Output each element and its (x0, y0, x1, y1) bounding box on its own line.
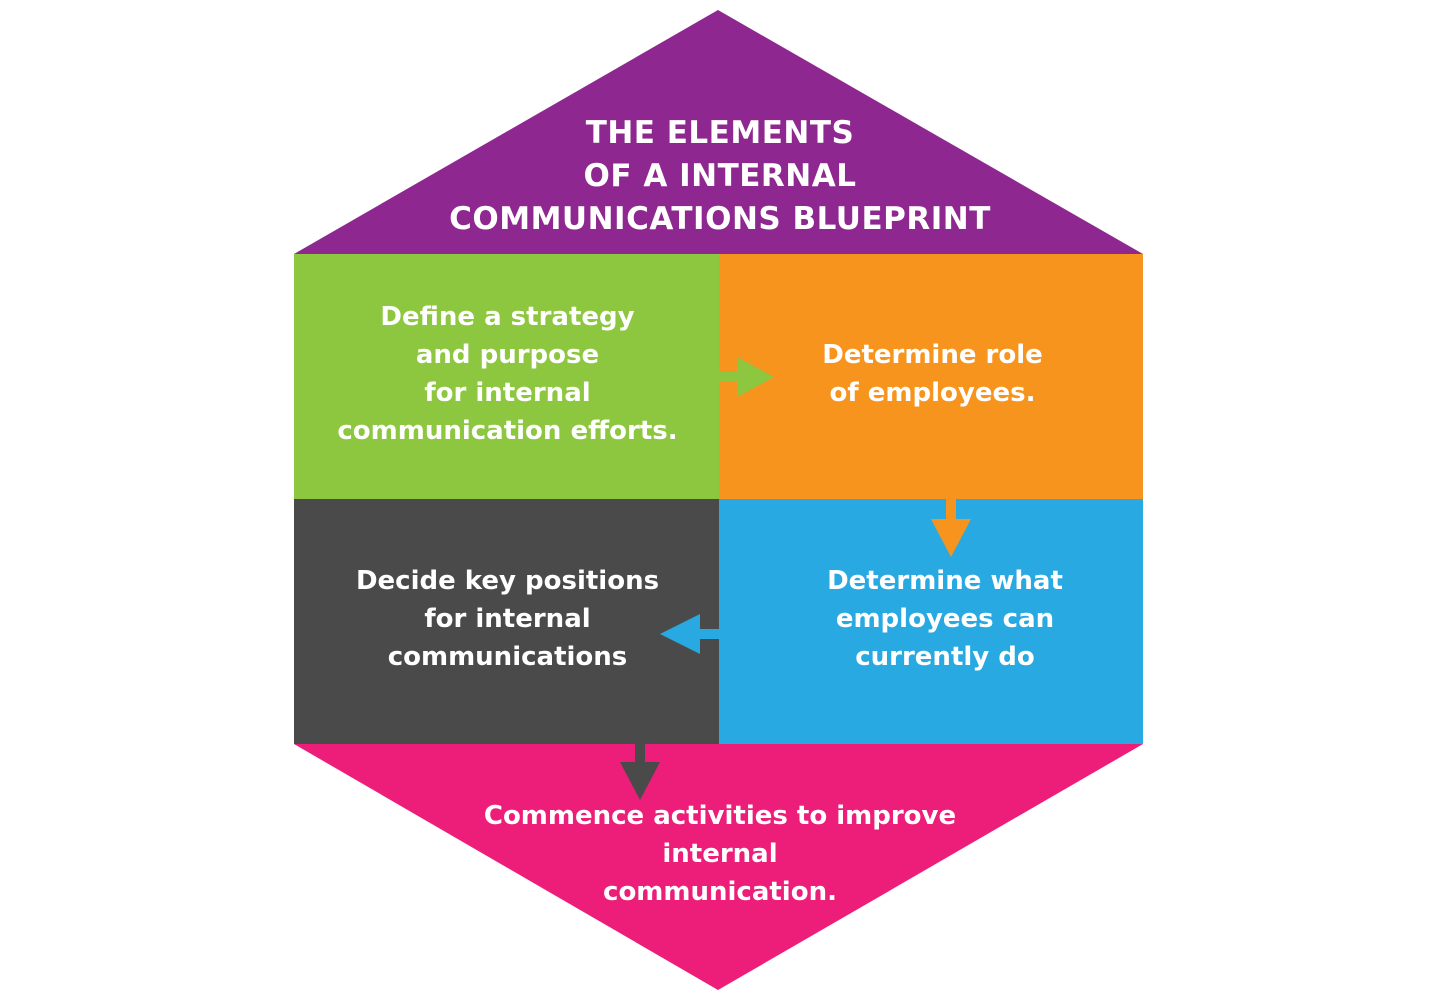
step-define-label: Define a strategy and purpose for intern… (337, 302, 678, 446)
step-what-box (719, 499, 1143, 744)
arrow-define-to-role (719, 357, 774, 397)
title-band (294, 10, 1143, 254)
step-define-box (294, 254, 719, 499)
step-decide-box (294, 499, 719, 744)
step-commence-box (294, 744, 1143, 990)
step-what-label: Determine what employees can currently d… (827, 566, 1063, 672)
step-decide-label: Decide key positions for internal commun… (355, 566, 660, 672)
step-role-label: Determine role of employees. (822, 340, 1043, 408)
step-role-box (719, 254, 1143, 499)
diagram-title: THE ELEMENTS OF A INTERNAL COMMUNICATION… (449, 115, 991, 237)
arrow-role-to-what (931, 499, 971, 557)
arrow-decide-to-commence (620, 744, 660, 800)
step-commence-label: Commence activities to improve internal … (483, 801, 957, 907)
arrow-what-to-decide (660, 614, 719, 654)
